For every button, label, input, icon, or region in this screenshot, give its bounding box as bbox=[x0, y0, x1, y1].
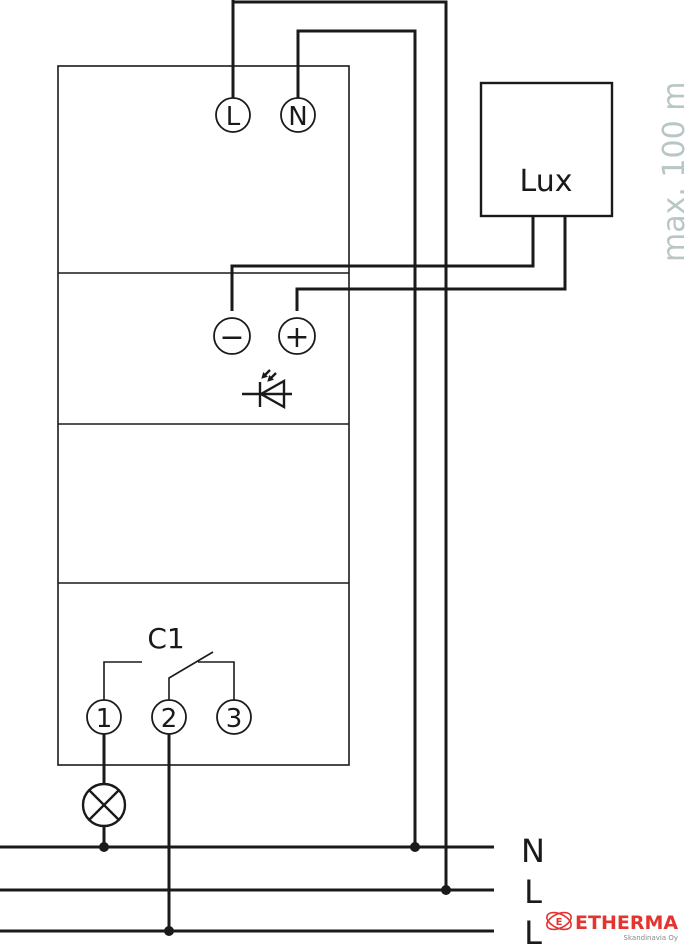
junction-l bbox=[441, 885, 451, 895]
terminal-minus: − bbox=[213, 317, 251, 355]
terminal-n-label: N bbox=[288, 102, 307, 132]
logo-letter: E bbox=[556, 917, 563, 928]
relay-contact: C1 bbox=[103, 622, 235, 700]
rail-l1-label: L bbox=[524, 873, 542, 911]
photodiode-icon bbox=[242, 369, 292, 410]
rail-n-label: N bbox=[521, 832, 545, 870]
terminal-3-label: 3 bbox=[226, 704, 243, 734]
wire-sensor-plus bbox=[295, 216, 567, 311]
terminal-plus-label: + bbox=[284, 320, 309, 355]
terminal-n: N bbox=[280, 97, 316, 133]
terminal-l-label: L bbox=[226, 102, 241, 132]
lamp-icon bbox=[81, 782, 127, 828]
terminal-1-label: 1 bbox=[96, 704, 113, 734]
terminal-2: 2 bbox=[151, 699, 187, 735]
relay-label: C1 bbox=[147, 622, 184, 655]
wire-n-supply bbox=[296, 29, 417, 847]
brand-name: ETHERMA bbox=[575, 912, 678, 934]
terminal-2-label: 2 bbox=[161, 704, 178, 734]
wire-l-supply bbox=[233, 0, 448, 890]
contact-arm bbox=[168, 651, 214, 700]
rail-l2-label: L bbox=[524, 914, 542, 951]
terminal-plus: + bbox=[278, 317, 316, 355]
distance-label: max. 100 m bbox=[657, 82, 689, 262]
brand-sub: Skandinavia Oy bbox=[624, 934, 678, 942]
lux-sensor-label: Lux bbox=[520, 164, 573, 199]
lux-sensor: Lux bbox=[479, 81, 614, 218]
terminal-minus-label: − bbox=[219, 320, 244, 355]
logo-orbit-icon bbox=[546, 911, 572, 931]
etherma-logo: E ETHERMA Skandinavia Oy bbox=[546, 911, 678, 942]
module-outline bbox=[57, 65, 350, 766]
terminal-l: L bbox=[215, 97, 251, 133]
lux-sensor-box bbox=[479, 81, 614, 218]
terminal-1: 1 bbox=[86, 699, 122, 735]
junction-n bbox=[410, 842, 420, 852]
device-module bbox=[57, 65, 350, 766]
terminal-3: 3 bbox=[216, 699, 252, 735]
contact-nc-line bbox=[103, 661, 142, 700]
contact-no-line bbox=[198, 661, 235, 700]
wire-sensor-minus bbox=[230, 216, 535, 311]
